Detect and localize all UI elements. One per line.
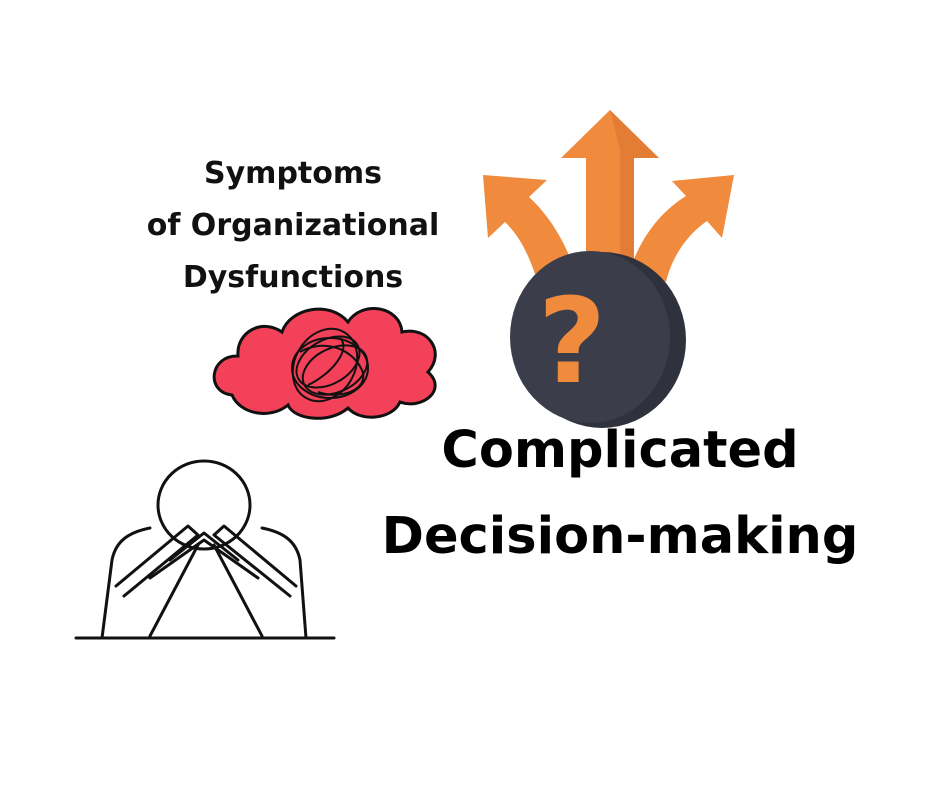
headline-text: Complicated Decision-making	[340, 408, 900, 580]
stressed-person-icon	[74, 459, 336, 640]
subtitle-line-3: Dysfunctions	[182, 260, 404, 295]
headline-line-2: Decision-making	[381, 507, 859, 566]
subtitle-line-2: of Organizational	[146, 208, 440, 243]
subtitle-text: Symptoms of Organizational Dysfunctions	[118, 148, 468, 304]
question-glyph: ?	[538, 272, 606, 410]
headline-line-1: Complicated	[441, 421, 799, 480]
tangled-cloud-icon	[212, 307, 437, 420]
subtitle-line-1: Symptoms	[204, 156, 382, 191]
question-mark-icon: ?	[510, 251, 686, 428]
